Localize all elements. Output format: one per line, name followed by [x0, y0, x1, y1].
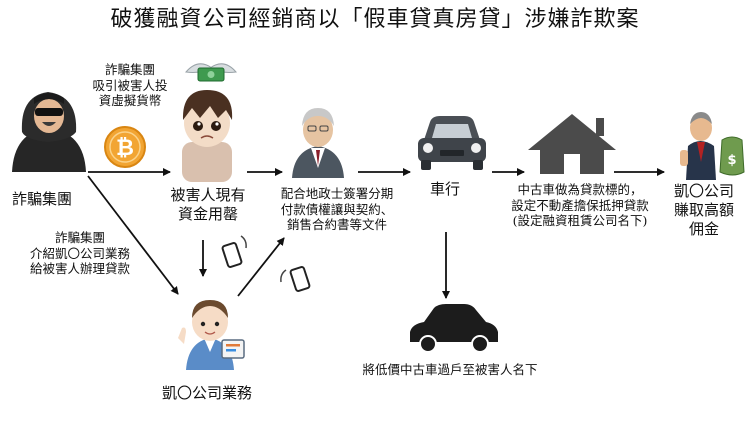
invest-note-line: 資虛擬貨幣 — [98, 93, 162, 109]
introduce-note-line: 介紹凱〇公司業務 — [29, 245, 130, 261]
sign-documents-line: 配合地政士簽署分期 — [280, 186, 394, 201]
arrow-salesperson-to-agent — [237, 237, 285, 297]
land-agent-icon — [292, 108, 344, 178]
businessman-icon: $ — [680, 112, 745, 180]
introduce-note-line: 詐騙集團 — [54, 230, 105, 245]
victim-label: 被害人現有 資金用罄 — [160, 186, 256, 224]
car-front-icon — [418, 116, 486, 170]
bitcoin-symbol: ₿ — [116, 136, 134, 161]
money-bag-symbol: $ — [727, 153, 736, 168]
salesperson-icon — [178, 300, 245, 370]
mortgage-note-line: 設定不動產擔保抵押貸款 — [511, 197, 649, 213]
invest-note-line: 詐騙集團 — [104, 62, 155, 77]
victim-character-icon — [182, 90, 233, 182]
transfer-note: 將低價中古車過戶至被害人名下 — [362, 362, 538, 377]
car-dealer-label: 車行 — [430, 180, 461, 198]
mortgage-note-line: 中古車做為貸款標的， — [517, 182, 643, 197]
car-side-icon — [410, 304, 498, 353]
phone-icon — [221, 235, 247, 268]
introduce-note-line: 給被害人辦理貸款 — [29, 261, 130, 277]
arrow-fraud-to-salesperson — [87, 175, 179, 295]
house-icon — [528, 114, 616, 174]
mortgage-note-line: (設定融資租賃公司名下) — [512, 213, 648, 229]
introduce-note: 詐騙集團 介紹凱〇公司業務 給被害人辦理貸款 — [18, 230, 142, 277]
victim-label-line: 資金用罄 — [177, 204, 238, 223]
victim-label-line: 被害人現有 — [170, 186, 246, 204]
invest-note: 詐騙集團 吸引被害人投 資虛擬貨幣 — [84, 62, 176, 109]
company-label-line: 佣金 — [688, 219, 719, 238]
hacker-icon — [12, 92, 86, 172]
company-label-line: 凱〇公司 — [673, 182, 734, 200]
page-title: 破獲融資公司經銷商以「假車貸真房貸」涉嫌詐欺案 — [110, 7, 640, 32]
sign-documents-line: 銷售合約書等文件 — [286, 217, 387, 233]
mortgage-note: 中古車做為貸款標的， 設定不動產擔保抵押貸款 (設定融資租賃公司名下) — [498, 182, 662, 229]
salesperson-label: 凱〇公司業務 — [161, 384, 252, 402]
sign-documents-line: 付款債權讓與契約、 — [280, 201, 394, 217]
invest-note-line: 吸引被害人投 — [92, 77, 168, 93]
company-label: 凱〇公司 賺取高額 佣金 — [666, 182, 742, 238]
company-label-line: 賺取高額 — [673, 200, 734, 219]
phone-icon — [280, 266, 311, 292]
fraud-group-label: 詐騙集團 — [12, 190, 73, 208]
flow-arrows — [87, 168, 665, 299]
flying-money-icon — [185, 63, 237, 82]
sign-documents-note: 配合地政士簽署分期 付款債權讓與契約、 銷售合約書等文件 — [262, 186, 412, 233]
bitcoin-icon: ₿ — [104, 126, 146, 168]
